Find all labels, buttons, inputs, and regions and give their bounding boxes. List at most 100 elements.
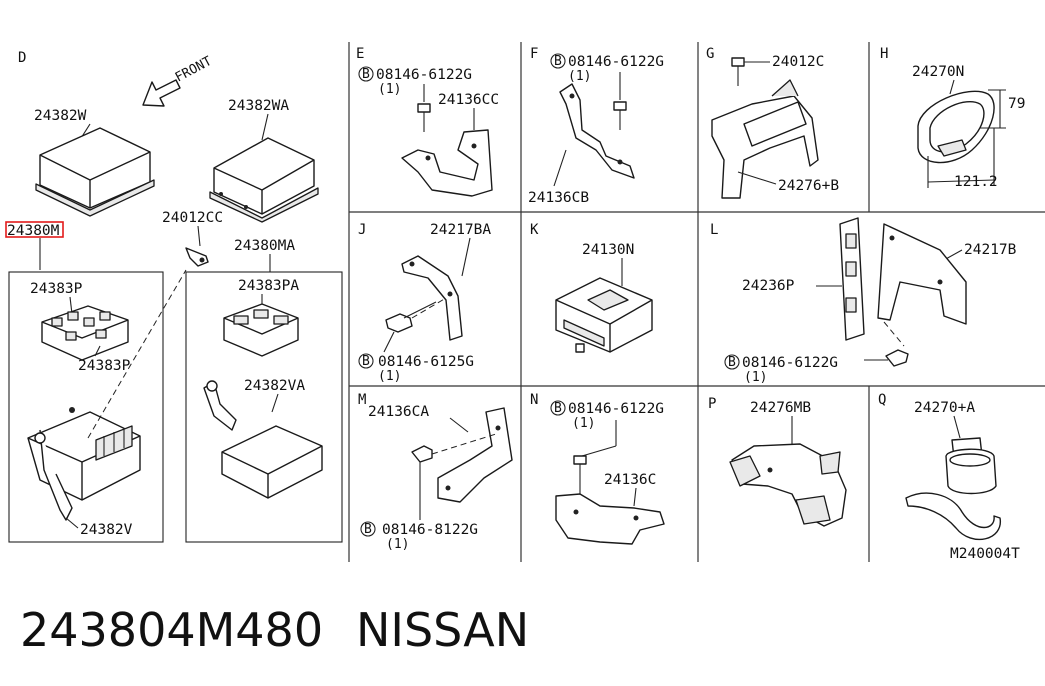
section-d: D FRONT 24382W 24382WA 24380M (5, 50, 343, 543)
bolt-symbol-icon: B (358, 353, 374, 369)
part-label-24380MA: 24380MA (234, 238, 295, 254)
part-label-24276B: 24276+B (778, 178, 839, 194)
part-label-24130N: 24130N (582, 242, 634, 258)
svg-text:B: B (554, 401, 562, 416)
bolt-qty: (1) (378, 82, 401, 97)
grommet-24270A-drawing (905, 437, 1001, 541)
part-label-24383P-a: 24383P (30, 281, 83, 297)
part-label-24382VA: 24382VA (244, 378, 305, 394)
bracket-24136CA-drawing (411, 407, 513, 503)
section-g: G 24012C 24276+B (706, 46, 839, 199)
bolt-number: 08146-6122G (742, 355, 838, 371)
bolt-drawing (885, 349, 909, 367)
lid-24382WA-drawing (209, 137, 319, 223)
dimension-width: 121.2 (954, 174, 998, 190)
svg-text:B: B (362, 354, 370, 369)
subassembly-box-right (185, 271, 343, 543)
section-p: P 24276MB (708, 396, 847, 527)
bracket-24136CB-drawing (559, 83, 635, 179)
part-label-24217B: 24217B (964, 242, 1017, 258)
part-label-24276MB: 24276MB (750, 400, 811, 416)
section-label-e: E (356, 46, 364, 62)
connector-24383P-drawing (41, 305, 129, 361)
bolt-number: 08146-6122G (568, 401, 664, 417)
grommet-24270N-drawing (917, 90, 995, 164)
section-h: H 24270N 79 121.2 (880, 46, 1025, 190)
part-label-24136C: 24136C (604, 472, 656, 488)
section-label-q: Q (878, 392, 886, 408)
bolt-qty: (1) (572, 416, 595, 431)
bracket-24136CC-drawing (401, 103, 493, 197)
part-label-24217BA: 24217BA (430, 222, 491, 238)
part-label-24136CC: 24136CC (438, 92, 499, 108)
bolt-24012CC-drawing (185, 247, 209, 267)
svg-text:B: B (554, 54, 562, 69)
bolt-number: 08146-6125G (378, 354, 474, 370)
section-l: L 24217B 24236P B 08146-6122G (1) (710, 217, 1017, 385)
section-e: E B 08146-6122G (1) 24136CC (356, 46, 499, 197)
section-q: Q 24270+A (878, 392, 1001, 541)
subassembly-box-left (8, 271, 164, 543)
footer-part-number: 243804M480 (20, 603, 323, 657)
section-label-d: D (18, 50, 26, 66)
part-label-24380M: 24380M (7, 223, 60, 239)
bolt-number: 08146-8122G (382, 522, 478, 538)
section-label-k: K (530, 222, 539, 238)
connector-24383PA-drawing (223, 303, 299, 357)
footer-brand: NISSAN (356, 603, 529, 657)
svg-text:B: B (728, 355, 736, 370)
part-label-24382WA: 24382WA (228, 98, 289, 114)
section-m: M 24136CA B 08146-8122G (1) (358, 392, 513, 552)
part-label-24136CB: 24136CB (528, 190, 589, 206)
part-label-24236P: 24236P (742, 278, 795, 294)
part-label-24383PA: 24383PA (238, 278, 299, 294)
section-label-n: N (530, 392, 538, 408)
part-label-24270A: 24270+A (914, 400, 975, 416)
bolt-symbol-icon: B (550, 53, 566, 69)
section-label-m: M (358, 392, 366, 408)
lid-24382W-drawing (35, 127, 155, 217)
bolt-qty: (1) (386, 537, 409, 552)
box-24382V-drawing (27, 407, 141, 521)
box-24382VA-drawing (203, 380, 323, 499)
section-j: J 24217BA B 08146-6125G (1) (358, 222, 491, 384)
bolt-qty: (1) (744, 370, 767, 385)
section-label-l: L (710, 222, 718, 238)
bolt-symbol-icon: B (550, 400, 566, 416)
section-label-p: P (708, 396, 716, 412)
svg-text:B: B (364, 522, 372, 537)
bracket-24136C-drawing (555, 455, 665, 545)
bolt-qty: (1) (378, 369, 401, 384)
part-label-24270N: 24270N (912, 64, 964, 80)
bracket-24276MB-drawing (729, 443, 847, 527)
bolt-symbol-icon: B (724, 354, 740, 370)
bolt-symbol-icon: B (360, 521, 376, 537)
section-k: K 24130N (530, 222, 653, 353)
section-label-j: J (358, 222, 366, 238)
front-label: FRONT (173, 54, 215, 86)
bracket-24217BA-drawing (385, 255, 463, 341)
dimension-height: 79 (1008, 96, 1025, 112)
drawing-code: M240004T (950, 546, 1020, 562)
section-label-h: H (880, 46, 888, 62)
bolt-qty: (1) (568, 69, 591, 84)
front-arrow-icon (142, 79, 181, 107)
section-label-f: F (530, 46, 538, 62)
part-label-24382W: 24382W (34, 108, 87, 124)
relay-bracket-24236P-drawing (839, 217, 967, 341)
bolt-symbol-icon: B (358, 66, 374, 82)
part-label-24382V: 24382V (80, 522, 133, 538)
part-label-24383P-b: 24383P (78, 358, 131, 374)
section-n: N B 08146-6122G (1) 24136C (530, 392, 665, 545)
part-label-24012CC: 24012CC (162, 210, 223, 226)
connector-24130N-drawing (555, 277, 653, 353)
bolt-number: 08146-6122G (568, 54, 664, 70)
section-grid (348, 42, 1045, 562)
section-f: F B 08146-6122G (1) 24136CB (528, 46, 664, 206)
part-label-24136CA: 24136CA (368, 404, 429, 420)
highlight-box (5, 221, 64, 238)
section-label-g: G (706, 46, 714, 62)
bolt-number: 08146-6122G (376, 67, 472, 83)
part-label-24012C: 24012C (772, 54, 824, 70)
